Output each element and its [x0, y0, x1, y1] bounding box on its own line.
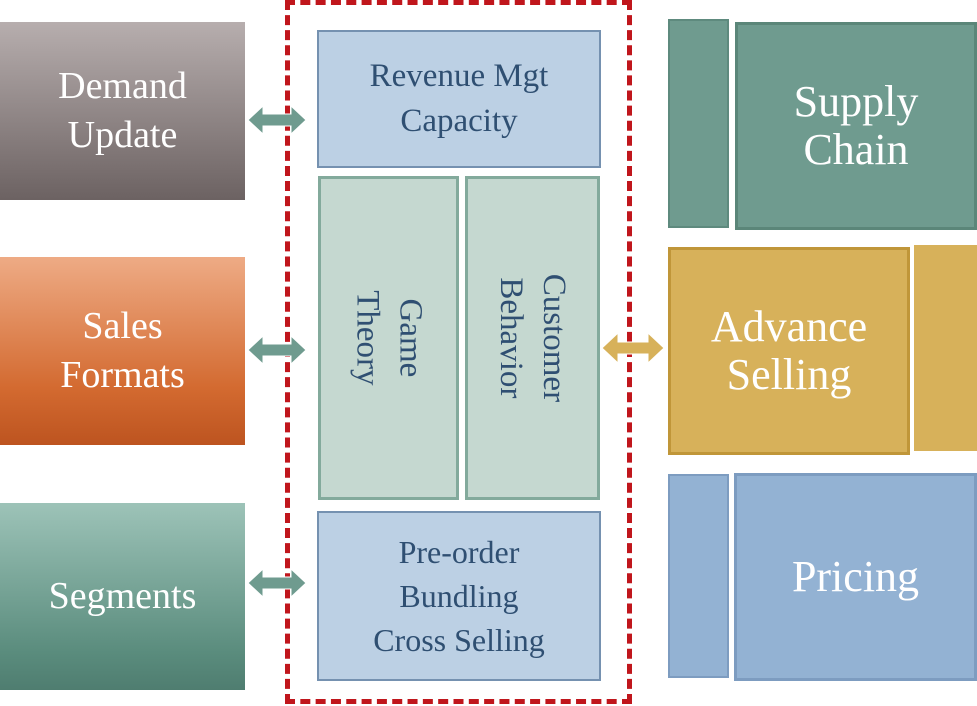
- sales-arrow: [247, 334, 307, 366]
- pricing-label: Pricing: [791, 551, 920, 601]
- demand-arrow: [247, 104, 307, 136]
- customer-behavior-box: Customer Behavior: [465, 176, 600, 500]
- supply-chain-tab: [668, 19, 729, 228]
- segments-label: Segments: [48, 574, 197, 617]
- revenue-mgt-label: Revenue Mgt Capacity: [369, 58, 549, 139]
- preorder-label: Pre-order Bundling Cross Selling: [373, 533, 545, 659]
- sales-formats-box: Sales Formats: [0, 257, 245, 445]
- advance-selling-box: Advance Selling: [668, 247, 910, 455]
- preorder-box: Pre-order Bundling Cross Selling: [317, 511, 601, 681]
- dashed-group-border: [285, 0, 632, 704]
- advance-selling-tab: [914, 245, 977, 451]
- advance-selling-label: Advance Selling: [710, 301, 868, 399]
- advance-selling-arrow: [601, 331, 665, 365]
- demand-update-label: Demand Update: [58, 64, 187, 156]
- revenue-mgt-box: Revenue Mgt Capacity: [317, 30, 601, 168]
- pricing-tab: [668, 474, 729, 678]
- segments-box: Segments: [0, 503, 245, 690]
- supply-chain-label: Supply Chain: [793, 76, 919, 174]
- supply-chain-box: Supply Chain: [735, 22, 977, 230]
- game-theory-box: Game Theory: [318, 176, 459, 500]
- pricing-box: Pricing: [734, 473, 977, 681]
- segments-arrow: [247, 567, 307, 599]
- demand-update-box: Demand Update: [0, 22, 245, 200]
- sales-formats-label: Sales Formats: [60, 304, 185, 396]
